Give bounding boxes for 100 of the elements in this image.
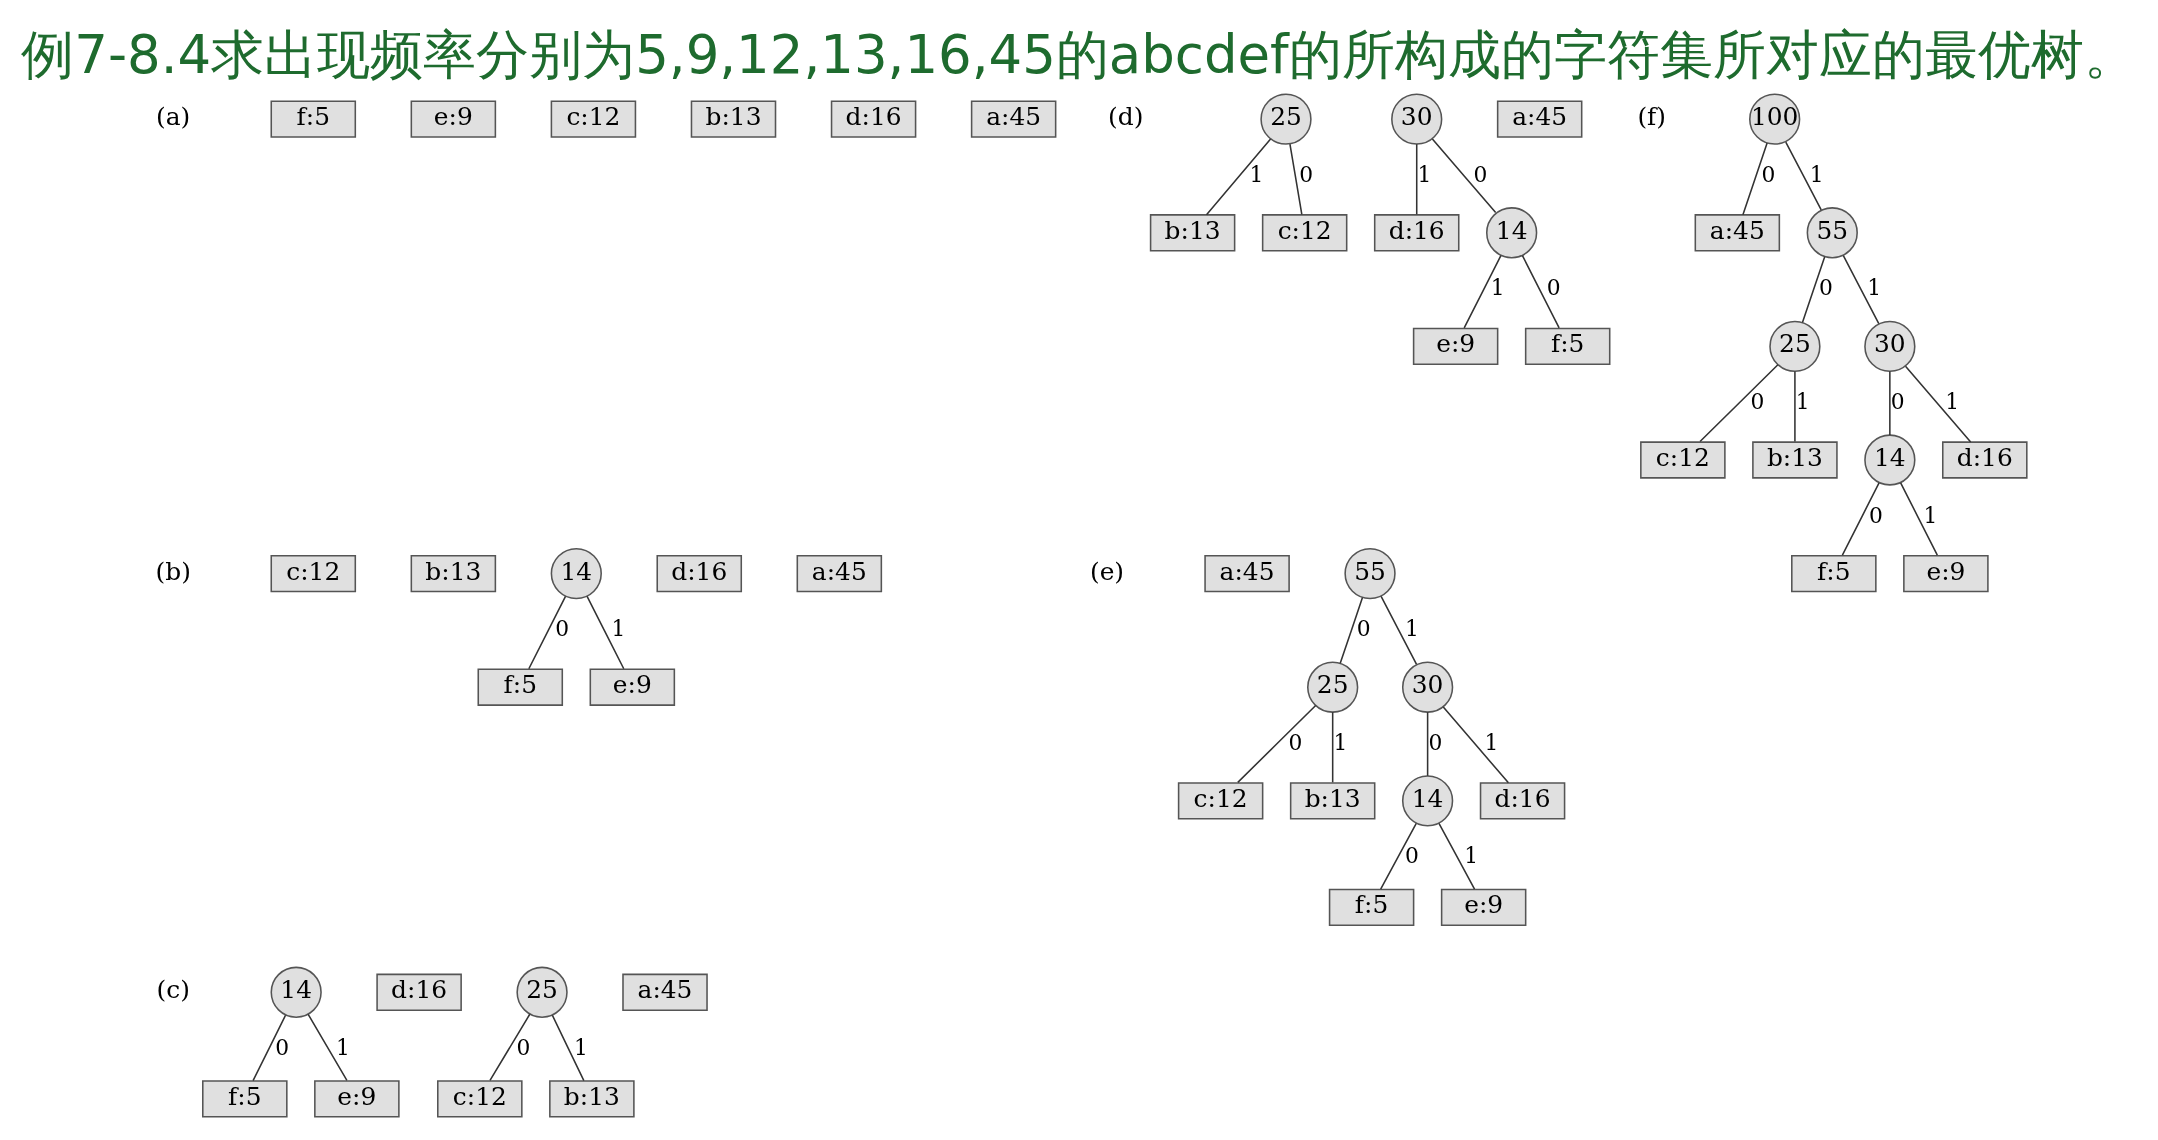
node-box: a:45 bbox=[1694, 213, 1781, 251]
node-box: f:5 bbox=[202, 1079, 288, 1118]
connector bbox=[1463, 254, 1502, 329]
node-circle: 100 bbox=[1749, 93, 1801, 145]
connector bbox=[1699, 363, 1779, 442]
edge-label: 0 bbox=[1761, 161, 1776, 187]
node-box: d:16 bbox=[1373, 213, 1460, 251]
connector bbox=[1842, 254, 1880, 324]
node-circle: 55 bbox=[1806, 206, 1858, 258]
edge-label: 1 bbox=[335, 1034, 350, 1060]
connector bbox=[1339, 596, 1364, 664]
connector bbox=[1904, 364, 1972, 443]
connector bbox=[1785, 140, 1822, 211]
label: (f) bbox=[1637, 101, 1667, 131]
connector bbox=[1426, 710, 1429, 777]
edge-label: 1 bbox=[574, 1034, 588, 1060]
edge-label: 0 bbox=[1819, 274, 1833, 300]
edge-label: 1 bbox=[1809, 161, 1824, 187]
node-box: c:12 bbox=[1177, 781, 1264, 819]
node-box: e:9 bbox=[1412, 327, 1499, 365]
node-box: a:45 bbox=[622, 973, 708, 1011]
node-box: b:13 bbox=[1149, 213, 1236, 251]
connector bbox=[551, 1014, 585, 1081]
connector bbox=[1742, 141, 1768, 215]
connector bbox=[1794, 370, 1796, 442]
connector bbox=[1289, 142, 1303, 215]
label: (b) bbox=[155, 556, 191, 586]
edge-label: 0 bbox=[1473, 161, 1488, 187]
node-box: f:5 bbox=[270, 100, 357, 138]
node-circle: 55 bbox=[1344, 547, 1396, 599]
edge-label: 1 bbox=[1945, 388, 1960, 414]
edge-label: 1 bbox=[1923, 502, 1938, 528]
diagram-title: 例7-8.4求出现频率分别为5,9,12,13,16,45的abcdef的所构成的字符集所对应的最优树。 bbox=[21, 23, 2137, 85]
edge-label: 1 bbox=[1484, 729, 1499, 755]
node-box: e:9 bbox=[314, 1079, 400, 1118]
node-circle: 25 bbox=[1260, 93, 1312, 145]
node-box: b:13 bbox=[410, 554, 497, 592]
edge-label: 1 bbox=[1867, 274, 1882, 300]
edge-label: 0 bbox=[275, 1034, 290, 1060]
edge-label: 1 bbox=[1405, 615, 1419, 641]
connector bbox=[1431, 137, 1497, 213]
node-circle: 14 bbox=[270, 966, 322, 1018]
node-circle: 14 bbox=[1864, 433, 1916, 486]
label: (a) bbox=[156, 101, 191, 131]
connector bbox=[1205, 137, 1272, 216]
edge-label: 0 bbox=[1890, 388, 1905, 414]
edge-label: 0 bbox=[516, 1034, 531, 1060]
edge-label: 0 bbox=[1405, 842, 1419, 868]
edge-label: 0 bbox=[1546, 274, 1561, 300]
node-box: a:45 bbox=[1496, 100, 1583, 138]
edge-label: 0 bbox=[1288, 729, 1303, 755]
connector bbox=[489, 1013, 531, 1081]
edge-label: 1 bbox=[1795, 388, 1810, 414]
node-box: a:45 bbox=[970, 100, 1057, 138]
connector bbox=[1331, 710, 1334, 783]
node-circle: 30 bbox=[1401, 661, 1454, 713]
edge-label: 0 bbox=[1750, 388, 1765, 414]
node-box: c:12 bbox=[437, 1079, 523, 1118]
node-box: a:45 bbox=[796, 554, 883, 592]
connector bbox=[1442, 705, 1510, 784]
node-circle: 14 bbox=[1401, 774, 1454, 826]
node-box: e:9 bbox=[410, 100, 497, 138]
edge-label: 1 bbox=[1417, 161, 1432, 187]
node-box: d:16 bbox=[1942, 440, 2028, 479]
node-box: b:13 bbox=[690, 100, 777, 138]
node-box: c:12 bbox=[550, 100, 637, 138]
node-circle: 25 bbox=[516, 966, 568, 1018]
connector bbox=[1237, 704, 1317, 783]
node-box: f:5 bbox=[1524, 327, 1611, 365]
edge-label: 0 bbox=[1356, 615, 1371, 641]
connector bbox=[1841, 481, 1880, 556]
edge-label: 0 bbox=[1428, 729, 1443, 755]
connector bbox=[252, 1014, 287, 1081]
connector bbox=[1521, 254, 1560, 329]
node-box: b:13 bbox=[1752, 440, 1838, 479]
label: (c) bbox=[156, 974, 190, 1004]
edge-label: 1 bbox=[1333, 729, 1348, 755]
node-box: f:5 bbox=[1791, 554, 1877, 592]
node-box: a:45 bbox=[1204, 554, 1290, 592]
node-box: c:12 bbox=[270, 554, 357, 592]
node-box: e:9 bbox=[1903, 554, 1989, 592]
connector bbox=[1379, 822, 1418, 890]
node-box: d:16 bbox=[376, 973, 462, 1011]
edge-label: 0 bbox=[555, 615, 570, 641]
connector bbox=[528, 595, 567, 670]
node-box: d:16 bbox=[1479, 781, 1566, 819]
node-box: b:13 bbox=[1289, 781, 1376, 819]
connector bbox=[1415, 142, 1418, 215]
edge-label: 1 bbox=[1464, 842, 1479, 868]
edge-label: 0 bbox=[1868, 502, 1883, 528]
connector bbox=[307, 1013, 348, 1081]
connector bbox=[1899, 481, 1939, 556]
label: (e) bbox=[1089, 556, 1125, 586]
edge-label: 1 bbox=[611, 615, 626, 641]
node-circle: 30 bbox=[1391, 93, 1443, 145]
edge-label: 0 bbox=[1299, 161, 1314, 187]
node-box: f:5 bbox=[1328, 888, 1415, 926]
connector bbox=[586, 595, 625, 670]
node-box: e:9 bbox=[589, 668, 676, 706]
node-circle: 14 bbox=[1486, 206, 1538, 258]
